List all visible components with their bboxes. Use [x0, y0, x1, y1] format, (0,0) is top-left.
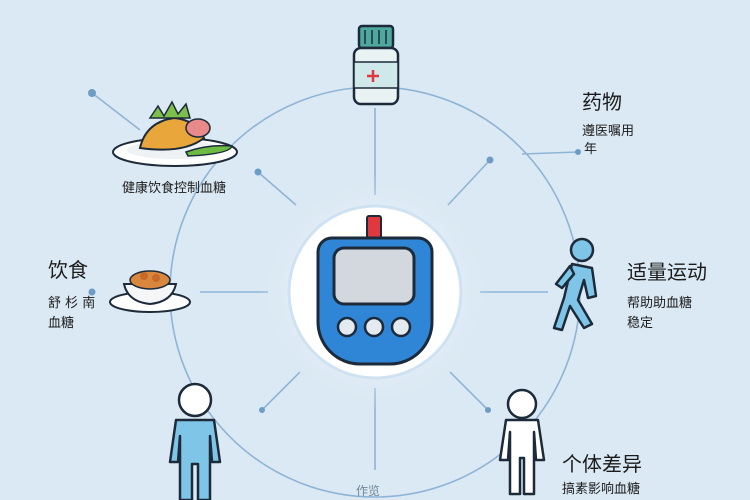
meal-bowl-icon: [109, 270, 191, 313]
spoke-upper-left: [257, 171, 297, 206]
dot: [486, 156, 494, 164]
exercise-line1: 帮助助血糖: [627, 296, 693, 311]
dot: [88, 288, 96, 296]
link-upper-left: [91, 92, 141, 131]
exercise-title: 适量运动: [627, 260, 707, 284]
individual-line1: 搞素影响血糖: [562, 482, 641, 497]
medicine-bottle-icon: [352, 24, 400, 106]
glucose-meter-icon: [316, 215, 434, 366]
person-icon: [168, 382, 222, 500]
individual-title: 个体差异: [562, 452, 642, 476]
standing-person-icon: [498, 388, 546, 496]
spoke-lower-left: [261, 371, 301, 411]
dot: [259, 407, 265, 413]
diet-title: 饮食: [48, 258, 88, 282]
spoke-lower-right: [449, 371, 489, 411]
connector-dots: [88, 89, 581, 413]
dot: [485, 407, 491, 413]
food-plate-icon: [112, 100, 238, 167]
medication-title: 药物: [582, 90, 622, 114]
dot: [254, 168, 262, 176]
dot: [88, 89, 96, 97]
diet-control-caption: 健康饮食控制血糖: [122, 181, 227, 196]
bottom-partial-label: 作览: [356, 484, 381, 498]
diet-line1: 舒 杉 南: [48, 296, 96, 311]
dot: [575, 149, 581, 155]
link-right: [521, 151, 579, 155]
exercise-line2: 稳定: [627, 316, 654, 331]
diet-line2: 血糖: [48, 316, 75, 331]
medication-line1: 遵医嘱用: [582, 124, 635, 139]
running-person-icon: [552, 237, 598, 332]
spoke-upper-right: [447, 159, 491, 206]
medication-line2: 年: [584, 142, 598, 157]
